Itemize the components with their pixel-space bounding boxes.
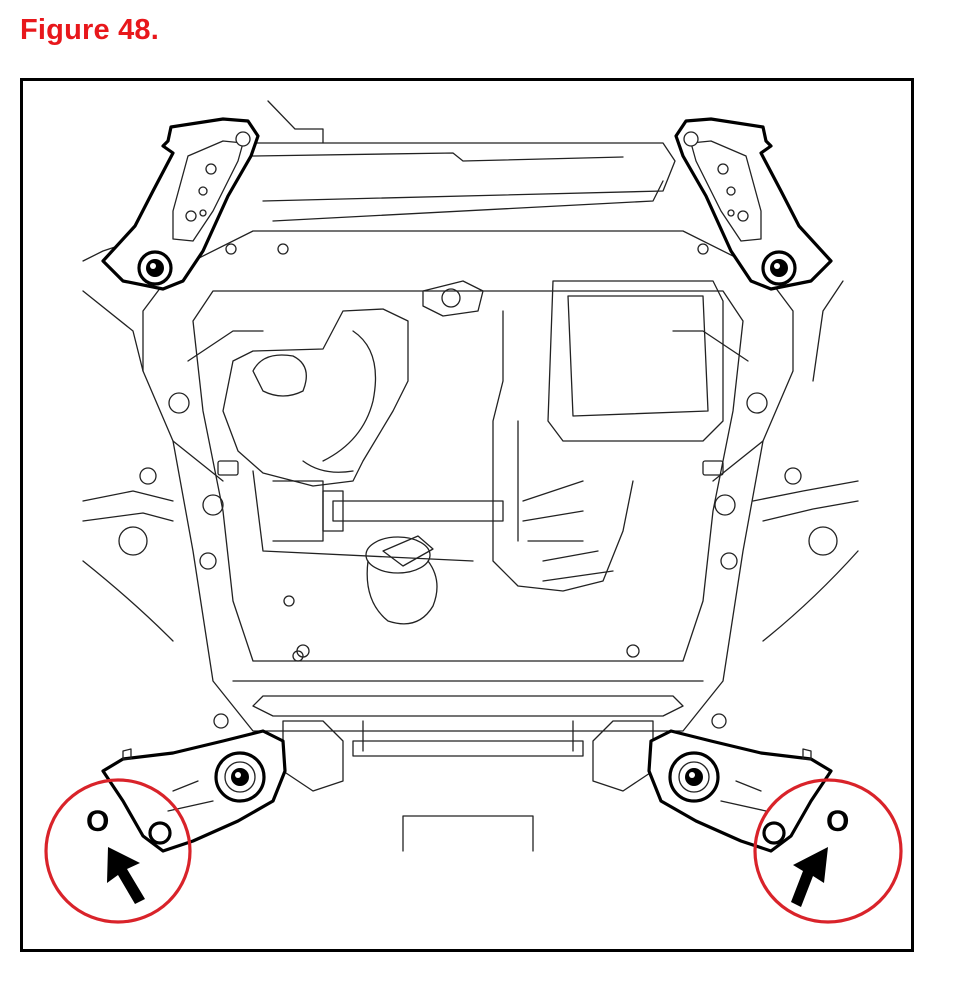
upper-left-mount-bracket	[101, 117, 260, 291]
arrow-icon	[107, 847, 145, 904]
highlight-circle	[44, 778, 192, 924]
callout-rear-right: O	[753, 778, 903, 924]
crossmember-diagram: O O	[44, 100, 903, 924]
arrow-icon	[791, 847, 828, 907]
lower-left-mount-bracket	[101, 729, 287, 853]
figure-title: Figure 48.	[20, 14, 159, 46]
background-body-lines	[82, 100, 859, 642]
lower-right-mount-bracket	[647, 729, 833, 853]
diagram-frame: O O	[20, 78, 914, 952]
upper-right-mount-bracket	[674, 117, 833, 291]
callout-label: O	[86, 805, 109, 838]
engine-components	[222, 280, 724, 625]
highlight-circle	[753, 778, 903, 924]
callout-rear-left: O	[44, 778, 192, 924]
bolt-holes	[118, 243, 838, 729]
callout-label: O	[826, 805, 849, 838]
